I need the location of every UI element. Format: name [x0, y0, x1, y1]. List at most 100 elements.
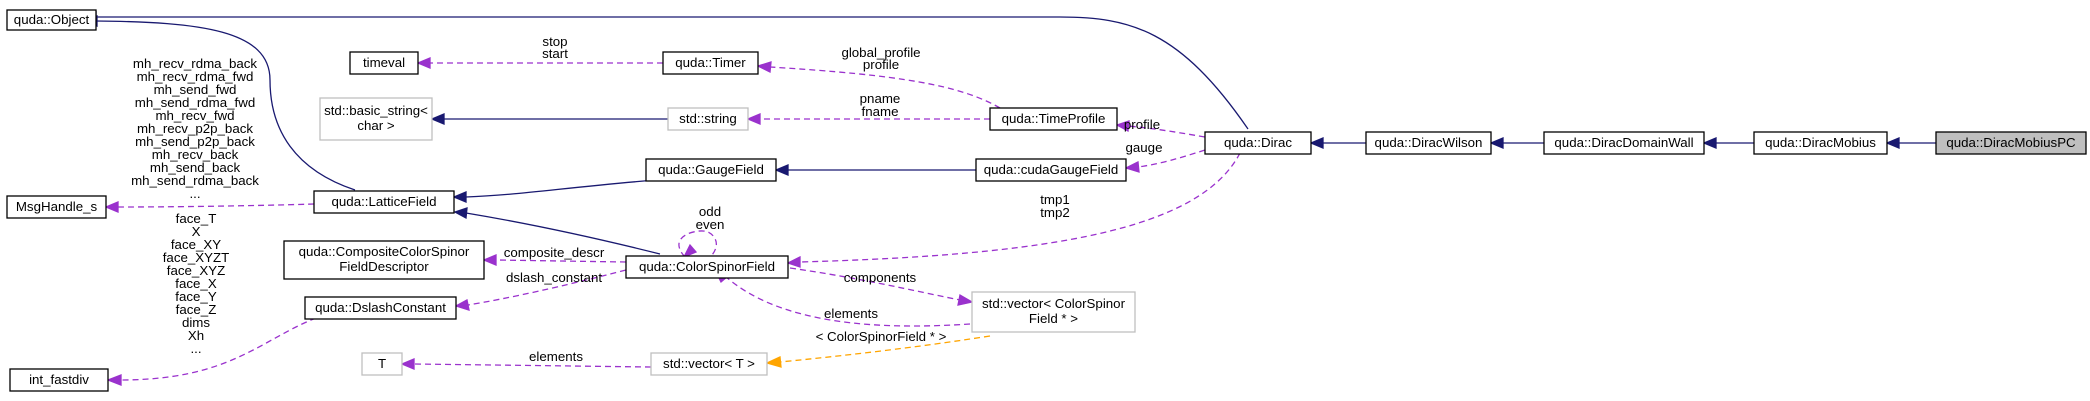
label-mh-7: mh_recv_back	[152, 147, 239, 162]
label-start: start	[542, 46, 568, 61]
label-mh-8: mh_send_back	[150, 160, 241, 175]
edge-vector-csf-vectorT	[779, 335, 991, 363]
edge-latticefield-msghandle	[117, 203, 315, 208]
arrowhead-dslashconstant	[454, 299, 470, 311]
node-label: quda::DiracWilson	[1375, 135, 1483, 150]
arrowhead-csf-self	[682, 243, 698, 259]
label-elements-T: elements	[529, 349, 583, 364]
label-fd-7: face_Z	[176, 302, 217, 317]
node-label-line2: FieldDescriptor	[339, 259, 429, 274]
label-profile-timer: profile	[863, 57, 899, 72]
node-label: quda::LatticeField	[332, 194, 437, 209]
node-quda-timeprofile[interactable]: quda::TimeProfile	[989, 107, 1118, 131]
label-fd-9: Xh	[188, 328, 204, 343]
node-int-fastdiv[interactable]: int_fastdiv	[9, 368, 109, 392]
node-quda-object[interactable]: quda::Object	[6, 9, 97, 31]
node-quda-dirac[interactable]: quda::Dirac	[1204, 131, 1312, 155]
node-std-vector-colorspinorfield[interactable]: std::vector< ColorSpinor Field * >	[971, 291, 1136, 333]
label-fname: fname	[862, 104, 899, 119]
node-label: std::string	[679, 111, 737, 126]
arrowhead-diracmobius	[1885, 137, 1900, 149]
node-label: quda::Object	[14, 12, 90, 27]
arrowhead-timeprofile	[1115, 120, 1130, 133]
edge-gaugefield-latticefield	[465, 179, 656, 198]
edge-dirac-colorspinorfield	[799, 152, 1241, 263]
label-stop: stop	[542, 34, 567, 49]
node-label: quda::DiracMobiusPC	[1946, 135, 2076, 150]
label-composite-descr: composite_descr	[504, 245, 605, 260]
edge-labels: stop start global_profile profile pname …	[131, 34, 1162, 364]
node-msghandle-s[interactable]: MsgHandle_s	[6, 195, 107, 219]
edge-dirac-object	[96, 16, 1249, 130]
arrowhead-csf-from-dirac	[786, 255, 801, 268]
label-even: even	[696, 217, 725, 232]
node-label: std::vector< T >	[663, 356, 755, 371]
node-quda-compositecolorspinorfielddescriptor[interactable]: quda::CompositeColorSpinor FieldDescript…	[283, 240, 485, 280]
label-tmp1: tmp1	[1040, 192, 1070, 207]
label-mh-3: mh_send_rdma_fwd	[135, 95, 255, 110]
node-label: quda::DiracMobius	[1765, 135, 1876, 150]
node-label-line1: quda::CompositeColorSpinor	[299, 244, 470, 259]
arrowhead-dirac	[1309, 137, 1324, 149]
label-components: components	[844, 270, 917, 285]
label-mh-6: mh_send_p2p_back	[135, 134, 255, 149]
edge-csf-dslashconstant	[467, 269, 627, 306]
arrowhead-timer	[756, 61, 772, 74]
arrowhead-latticefield-from-csf	[453, 207, 468, 220]
edge-vectorT-T	[413, 363, 652, 368]
usage-edges	[104, 57, 1241, 386]
arrowhead-cudagaugefield	[1124, 160, 1140, 173]
label-mh-9: mh_send_rdma_back	[131, 173, 259, 188]
label-dslash-constant: dslash_constant	[506, 270, 602, 285]
arrowhead-msghandle	[104, 201, 119, 213]
node-quda-latticefield[interactable]: quda::LatticeField	[313, 190, 455, 214]
node-quda-timer[interactable]: quda::Timer	[662, 51, 759, 75]
node-std-basic-string[interactable]: std::basic_string< char >	[319, 97, 433, 141]
label-fd-5: face_X	[175, 276, 217, 291]
label-fd-8: dims	[182, 315, 210, 330]
arrowhead-diracdomainwall	[1702, 137, 1717, 149]
label-elements-vector: elements	[824, 306, 878, 321]
label-fd-6: face_Y	[175, 289, 217, 304]
node-quda-gaugefield[interactable]: quda::GaugeField	[645, 158, 777, 182]
node-quda-dslashconstant[interactable]: quda::DslashConstant	[304, 296, 457, 320]
node-T[interactable]: T	[361, 352, 403, 376]
arrowhead-vectorT	[765, 356, 782, 368]
node-label-line1: std::vector< ColorSpinor	[982, 296, 1126, 311]
label-fd-10: ...	[190, 341, 201, 356]
label-mh-4: mh_recv_fwd	[155, 108, 234, 123]
node-std-vector-T[interactable]: std::vector< T >	[650, 352, 768, 376]
node-label: quda::cudaGaugeField	[984, 162, 1119, 177]
edge-dirac-timeprofile	[1127, 125, 1206, 138]
fastdiv-member-labels: face_T X face_XY face_XYZT face_XYZ face…	[163, 211, 230, 356]
arrowhead-basicstring	[430, 113, 445, 125]
edge-dslashconstant-intfastdiv	[119, 317, 317, 381]
label-mh-10: ...	[189, 186, 200, 201]
arrowhead-intfastdiv	[106, 374, 122, 386]
node-quda-diracwilson[interactable]: quda::DiracWilson	[1365, 131, 1492, 155]
label-template-arg: < ColorSpinorField * >	[816, 329, 947, 344]
node-std-string[interactable]: std::string	[667, 107, 749, 131]
node-quda-diracdomainwall[interactable]: quda::DiracDomainWall	[1543, 131, 1705, 155]
node-label: quda::TimeProfile	[1002, 111, 1106, 126]
arrowhead-gaugefield	[774, 164, 789, 176]
node-label: quda::GaugeField	[658, 162, 764, 177]
node-quda-colorspinorfield[interactable]: quda::ColorSpinorField	[625, 255, 789, 279]
msghandle-member-labels: mh_recv_rdma_back mh_recv_rdma_fwd mh_se…	[131, 56, 259, 201]
arrowhead-T	[400, 358, 415, 370]
edge-csf-self-odd-even	[678, 230, 718, 258]
edge-timeprofile-timer	[769, 66, 1001, 109]
label-mh-0: mh_recv_rdma_back	[133, 56, 258, 71]
label-mh-2: mh_send_fwd	[154, 82, 237, 97]
node-quda-diracmobius[interactable]: quda::DiracMobius	[1753, 131, 1888, 155]
node-timeval[interactable]: timeval	[349, 51, 419, 75]
node-quda-cudagaugefield[interactable]: quda::cudaGaugeField	[975, 158, 1127, 182]
node-label: quda::Timer	[675, 55, 746, 70]
node-quda-diracmobiuspc[interactable]: quda::DiracMobiusPC	[1935, 131, 2087, 155]
node-label: quda::Dirac	[1224, 135, 1292, 150]
arrowhead-vector-csf	[957, 293, 974, 306]
label-global-profile: global_profile	[841, 45, 920, 60]
label-odd: odd	[699, 204, 721, 219]
label-pname: pname	[860, 91, 901, 106]
